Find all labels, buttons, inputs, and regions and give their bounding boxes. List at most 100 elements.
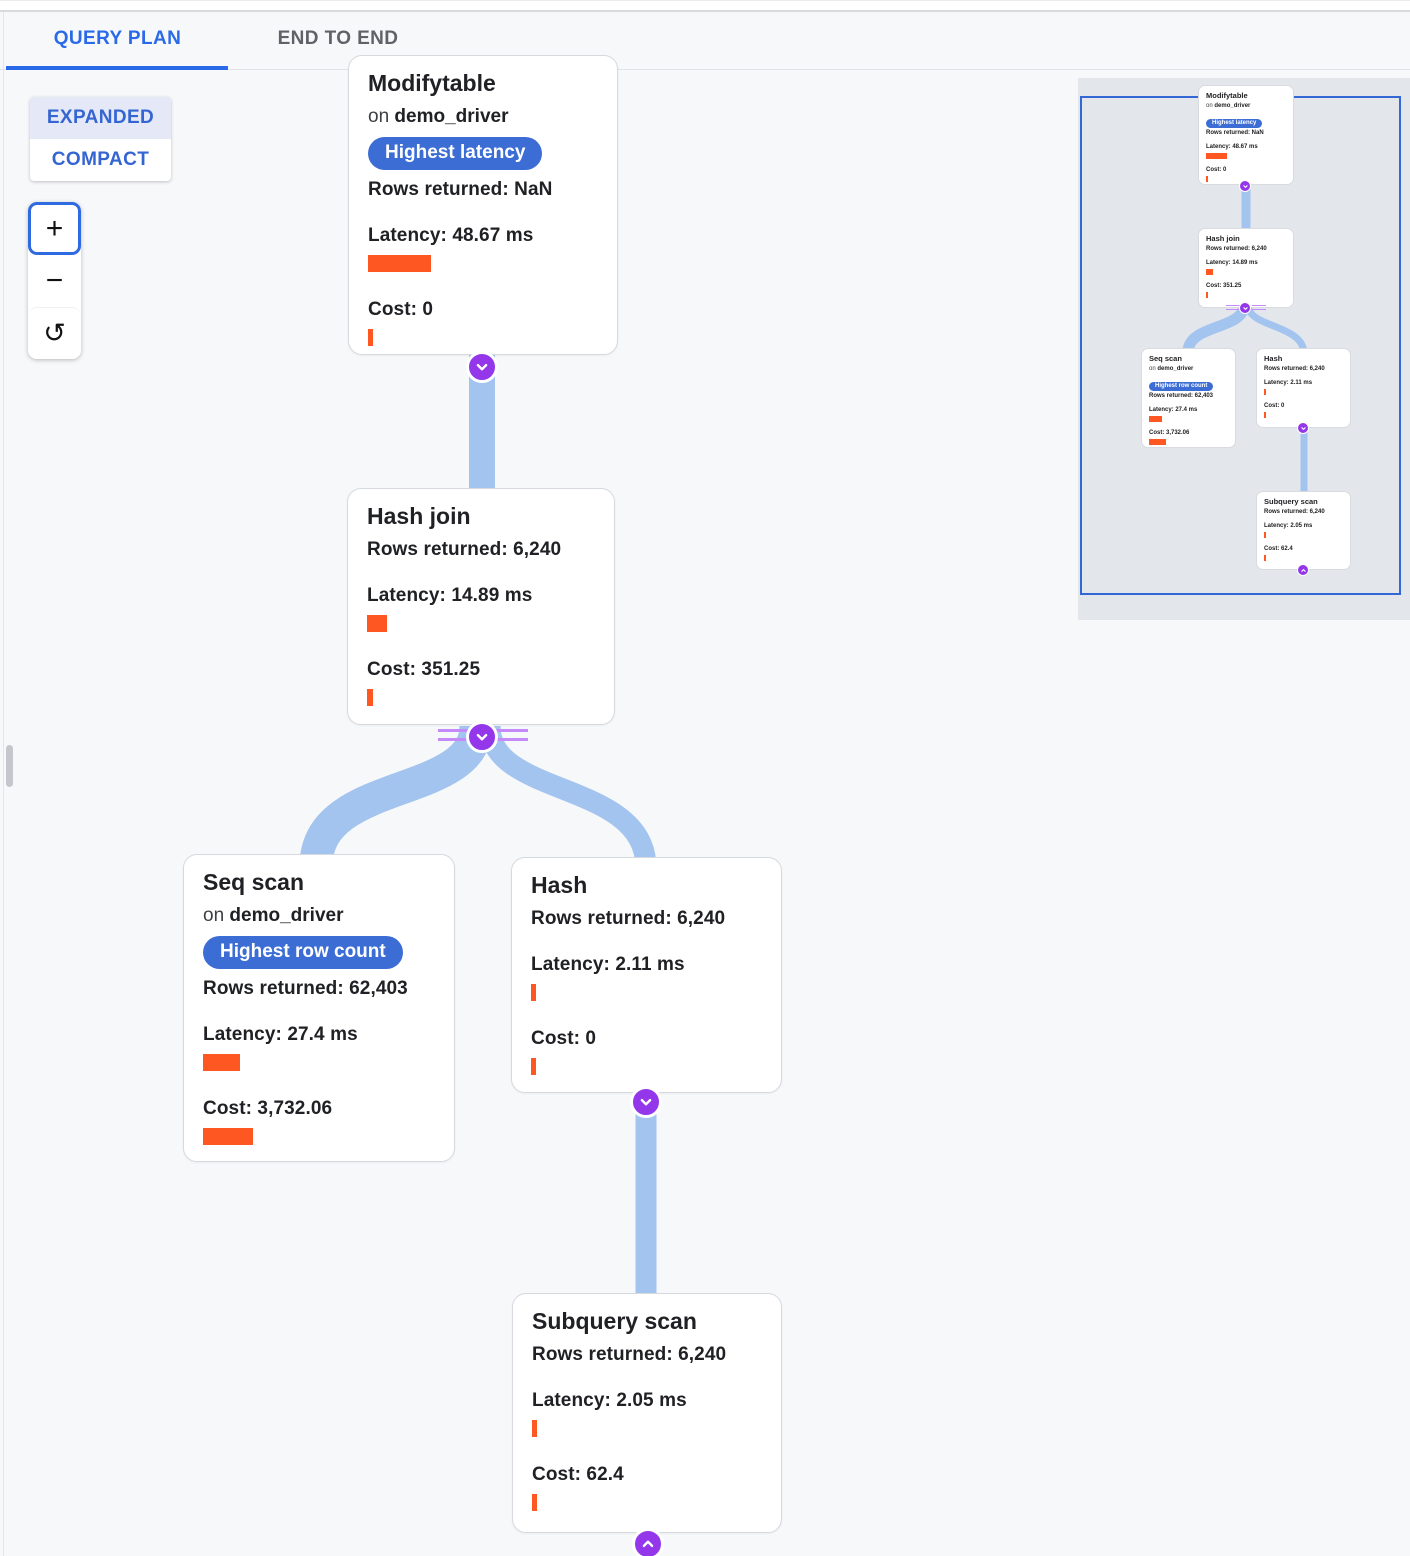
- minimap-node-seq-scan: Seq scan on demo_driver Highest row coun…: [1141, 348, 1236, 448]
- mm-node-table-line: on demo_driver: [1149, 366, 1228, 372]
- chevron-down-icon: [1242, 306, 1248, 310]
- cost-bar: [368, 329, 373, 346]
- mm-cost: Cost: 3,732.06: [1149, 430, 1190, 436]
- edge-stripe-right: [496, 729, 528, 741]
- latency-bar: [203, 1054, 240, 1071]
- chevron-up-icon: [642, 1540, 654, 1548]
- mm-rows: Rows returned: 6,240: [1264, 509, 1325, 515]
- rows-returned-label: Rows returned: NaN: [368, 179, 553, 200]
- tab-bar-divider: [0, 69, 1410, 70]
- edge-stripe-left: [438, 729, 470, 741]
- latency-label: Latency: 2.11 ms: [531, 954, 685, 975]
- mm-badge: Highest row count: [1149, 382, 1214, 391]
- chevron-down-icon: [476, 733, 488, 741]
- highest-latency-badge: Highest latency: [368, 137, 543, 170]
- minimap[interactable]: Modifytable on demo_driver Highest laten…: [1078, 78, 1410, 620]
- layout-option-expanded[interactable]: EXPANDED: [30, 97, 171, 139]
- chevron-down-icon: [476, 363, 488, 371]
- rows-returned-label: Rows returned: 6,240: [532, 1344, 727, 1365]
- cost-label: Cost: 351.25: [367, 659, 481, 680]
- zoom-controls: + − ↺: [28, 202, 81, 359]
- layout-option-compact[interactable]: COMPACT: [51, 149, 150, 170]
- table-name: demo_driver: [394, 106, 509, 127]
- tab-end-to-end[interactable]: END TO END: [277, 28, 399, 49]
- table-name: demo_driver: [1157, 366, 1194, 372]
- rows-returned-label: Rows returned: 6,240: [531, 908, 726, 929]
- node-table-line: on demo_driver: [203, 905, 435, 927]
- chevron-up-icon: [1300, 568, 1306, 572]
- mm-cost-bar: [1206, 176, 1208, 182]
- top-toolbar: [0, 0, 1410, 12]
- rows-returned-label: Rows returned: 6,240: [367, 539, 562, 560]
- tab-query-plan[interactable]: QUERY PLAN: [53, 28, 182, 49]
- chevron-down-icon: [640, 1098, 652, 1106]
- mm-cost-bar: [1206, 292, 1209, 298]
- mm-edge-3: [1244, 304, 1308, 355]
- on-prefix: on: [1206, 103, 1213, 109]
- mm-node-table-line: on demo_driver: [1206, 103, 1286, 109]
- mm-edge-stripe-right: [1252, 305, 1266, 310]
- mm-latency-bar: [1264, 532, 1266, 538]
- plan-node-subquery-scan[interactable]: Subquery scan Rows returned: 6,240 Laten…: [512, 1293, 782, 1533]
- mm-toggle-hash-join: [1239, 302, 1251, 314]
- mm-node-title: Seq scan: [1149, 354, 1182, 363]
- latency-label: Latency: 2.05 ms: [532, 1390, 687, 1411]
- collapse-toggle-hash-join[interactable]: [466, 721, 498, 753]
- mm-node-title: Modifytable: [1206, 91, 1248, 100]
- plan-node-hash-join[interactable]: Hash join Rows returned: 6,240 Latency: …: [347, 488, 615, 725]
- mm-cost: Cost: 0: [1206, 167, 1227, 173]
- reset-icon: ↺: [43, 318, 66, 348]
- node-title: Seq scan: [203, 869, 304, 895]
- zoom-out-button[interactable]: −: [28, 255, 81, 307]
- latency-label: Latency: 48.67 ms: [368, 225, 534, 246]
- mm-latency: Latency: 27.4 ms: [1149, 407, 1198, 413]
- plan-node-hash[interactable]: Hash Rows returned: 6,240 Latency: 2.11 …: [511, 857, 782, 1093]
- zoom-in-button[interactable]: +: [28, 202, 81, 255]
- latency-label: Latency: 27.4 ms: [203, 1024, 358, 1045]
- collapse-toggle-hash[interactable]: [630, 1086, 662, 1118]
- mm-toggle-modifytable: [1239, 180, 1251, 192]
- collapse-toggle-modifytable[interactable]: [466, 351, 498, 383]
- edge-hashjoin-seqscan: [299, 724, 493, 868]
- minus-icon: −: [45, 264, 64, 297]
- mm-cost: Cost: 62.4: [1264, 546, 1293, 552]
- chevron-down-icon: [1300, 426, 1306, 430]
- on-prefix: on: [368, 106, 390, 127]
- vertical-scrollbar[interactable]: [6, 745, 13, 787]
- mm-latency: Latency: 2.05 ms: [1264, 523, 1313, 529]
- cost-label: Cost: 3,732.06: [203, 1098, 333, 1119]
- mm-cost-bar: [1264, 555, 1266, 561]
- mm-latency: Latency: 2.11 ms: [1264, 380, 1313, 386]
- mm-latency: Latency: 14.89 ms: [1206, 260, 1258, 266]
- node-title: Hash join: [367, 503, 471, 529]
- cost-bar: [532, 1494, 537, 1511]
- active-tab-indicator: [6, 66, 228, 70]
- plus-icon: +: [45, 211, 64, 245]
- latency-bar: [368, 255, 431, 272]
- table-name: demo_driver: [1214, 103, 1251, 109]
- rows-returned-label: Rows returned: 62,403: [203, 978, 408, 999]
- plan-node-modifytable[interactable]: Modifytable on demo_driver Highest laten…: [348, 55, 618, 355]
- mm-edge-2: [1182, 303, 1250, 353]
- zoom-reset-button[interactable]: ↺: [28, 307, 81, 359]
- mm-latency-bar: [1206, 153, 1228, 159]
- mm-cost-bar: [1149, 439, 1166, 445]
- latency-bar: [367, 615, 387, 632]
- mm-rows: Rows returned: 6,240: [1264, 366, 1325, 372]
- mm-rows: Rows returned: 62,403: [1149, 393, 1214, 399]
- mm-node-title: Hash join: [1206, 234, 1240, 243]
- mm-rows: Rows returned: NaN: [1206, 130, 1264, 136]
- latency-bar: [532, 1420, 537, 1437]
- plan-node-seq-scan[interactable]: Seq scan on demo_driver Highest row coun…: [183, 854, 455, 1162]
- cost-bar: [367, 689, 373, 706]
- expand-toggle-subquery-scan[interactable]: [632, 1528, 664, 1556]
- tab-bar: QUERY PLAN END TO END: [0, 12, 1410, 70]
- cost-label: Cost: 62.4: [532, 1464, 624, 1485]
- minimap-node-hash-join: Hash join Rows returned: 6,240 Latency: …: [1198, 228, 1294, 308]
- mm-cost: Cost: 351.25: [1206, 283, 1242, 289]
- mm-node-title: Hash: [1264, 354, 1283, 363]
- node-table-line: on demo_driver: [368, 106, 598, 128]
- mm-latency-bar: [1206, 269, 1213, 275]
- cost-label: Cost: 0: [531, 1028, 597, 1049]
